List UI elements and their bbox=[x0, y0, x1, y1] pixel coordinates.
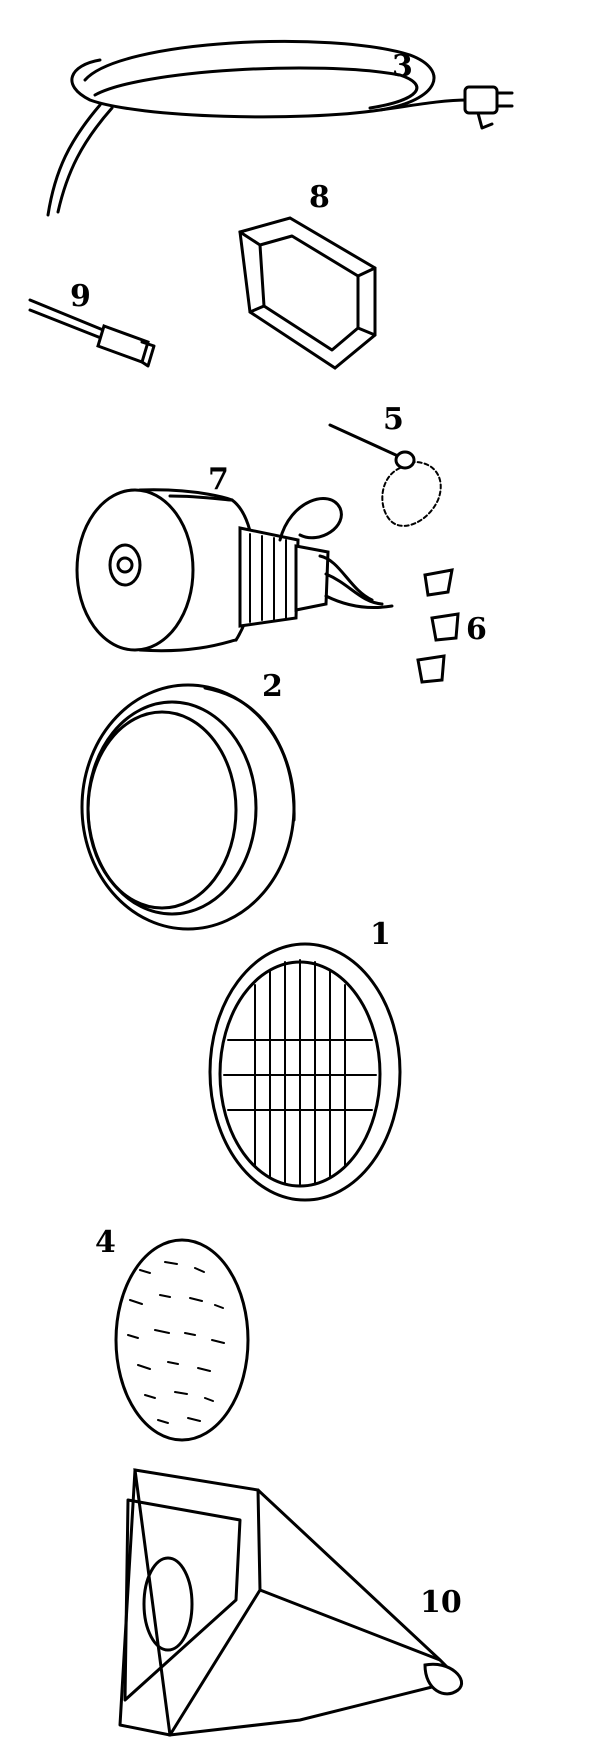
carbon-brush bbox=[28, 298, 156, 368]
motor bbox=[75, 488, 394, 653]
gasket bbox=[238, 216, 377, 370]
grill-slots bbox=[223, 959, 377, 1187]
dust-bag bbox=[118, 1468, 464, 1737]
filter-grill bbox=[208, 942, 402, 1202]
label-part-7: 7 bbox=[208, 462, 229, 497]
label-part-9: 9 bbox=[70, 279, 91, 314]
label-part-8: 8 bbox=[309, 180, 330, 215]
foam-texture bbox=[127, 1261, 225, 1424]
power-cord bbox=[46, 39, 514, 217]
label-part-10: 10 bbox=[420, 1585, 462, 1620]
foam-filter bbox=[114, 1238, 250, 1442]
label-part-2: 2 bbox=[262, 669, 283, 704]
label-part-5: 5 bbox=[383, 402, 404, 437]
label-part-4: 4 bbox=[95, 1225, 116, 1260]
wire-nuts bbox=[416, 568, 460, 684]
label-part-3: 3 bbox=[392, 49, 413, 84]
motor-mount-ring bbox=[80, 683, 296, 931]
label-part-1: 1 bbox=[370, 917, 391, 952]
label-part-6: 6 bbox=[466, 612, 487, 647]
lead-wire bbox=[328, 423, 442, 527]
